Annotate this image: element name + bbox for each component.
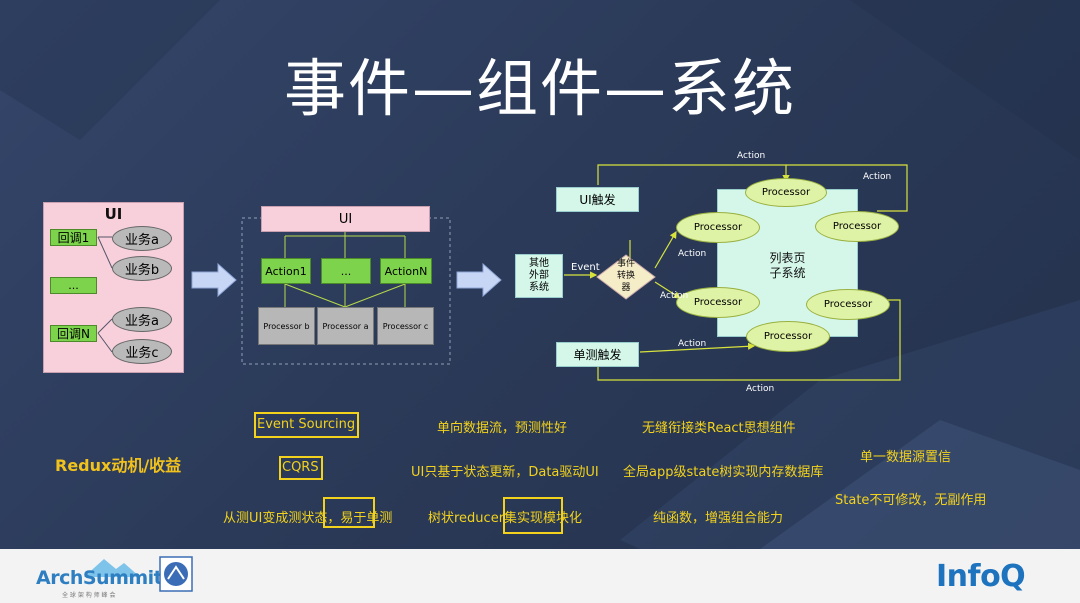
diagram2-ui-bar: UI	[261, 206, 430, 232]
highlight-frame	[254, 412, 359, 438]
processor-ellipse: Processor	[746, 321, 830, 352]
action-box: Action1	[261, 258, 311, 284]
callback-box: 回调N	[50, 325, 97, 342]
highlight-frame	[279, 456, 323, 480]
redux-benefits-heading: Redux动机/收益	[55, 456, 182, 475]
transition-arrow-icon	[456, 262, 502, 298]
action-label: Action	[678, 249, 707, 259]
processor-ellipse: Processor	[745, 178, 827, 207]
benefit-state-update: UI只基于状态更新，Data驱动UI	[411, 465, 599, 480]
action-box: ...	[321, 258, 371, 284]
service-ellipse: 业务b	[112, 256, 172, 281]
action-label: Action	[863, 172, 892, 182]
processor-box: Processor b	[258, 307, 315, 345]
action-label: Action	[678, 339, 707, 349]
benefit-global-state: 全局app级state树实现内存数据库	[623, 465, 824, 480]
highlight-frame	[323, 497, 375, 528]
processor-ellipse: Processor	[815, 211, 899, 242]
benefit-testable: 从测UI变成测状态，易于单测	[223, 511, 393, 526]
benefit-reducer-tree: 树状reducer集实现模块化	[428, 511, 583, 526]
service-ellipse: 业务c	[112, 339, 172, 364]
processor-box: Processor c	[377, 307, 434, 345]
list-subsystem-label: 列表页 子系统	[769, 251, 806, 280]
cqrs-label: CQRS	[282, 460, 319, 475]
processor-box: Processor a	[317, 307, 374, 345]
external-system-box: 其他 外部 系统	[515, 254, 563, 298]
processor-ellipse: Processor	[676, 212, 760, 243]
callback-box: 回调1	[50, 229, 97, 246]
archsummit-logo: ArchSummit	[36, 567, 163, 589]
partner-logo-icon	[159, 556, 193, 592]
benefit-immutable: State不可修改，无副作用	[835, 493, 987, 508]
event-label: Event	[571, 262, 600, 273]
benefit-single-source: 单一数据源置信	[860, 450, 952, 465]
diagram1-header: UI	[104, 205, 123, 223]
highlight-frame	[503, 497, 563, 534]
ui-trigger-box: UI触发	[556, 187, 639, 212]
infoq-logo: InfoQ	[936, 559, 1026, 594]
action-label: Action	[746, 384, 775, 394]
diagram2-connectors	[241, 217, 451, 365]
transition-arrow-icon	[191, 262, 237, 298]
benefit-seamless-react: 无缝衔接类React思想组件	[642, 421, 796, 436]
benefit-pure-function: 纯函数，增强组合能力	[653, 511, 784, 526]
service-ellipse: 业务a	[112, 226, 172, 251]
benefit-unidirectional: 单向数据流，预测性好	[437, 421, 568, 436]
archsummit-subtitle: 全 球 架 构 师 峰 会	[62, 592, 116, 599]
action-box: ActionN	[380, 258, 432, 284]
service-ellipse: 业务a	[112, 307, 172, 332]
action-label: Action	[737, 151, 766, 161]
event-converter-label: 事件 转换 器	[616, 259, 635, 293]
callback-box: ...	[50, 277, 97, 294]
event-sourcing-label: Event Sourcing	[257, 417, 356, 432]
footer-bar: ArchSummit 全 球 架 构 师 峰 会 InfoQ	[0, 549, 1080, 603]
processor-ellipse: Processor	[676, 287, 760, 318]
processor-ellipse: Processor	[806, 289, 890, 320]
action-label: Action	[660, 291, 689, 301]
slide-title: 事件—组件—系统	[283, 52, 796, 125]
test-trigger-box: 单测触发	[556, 342, 639, 367]
